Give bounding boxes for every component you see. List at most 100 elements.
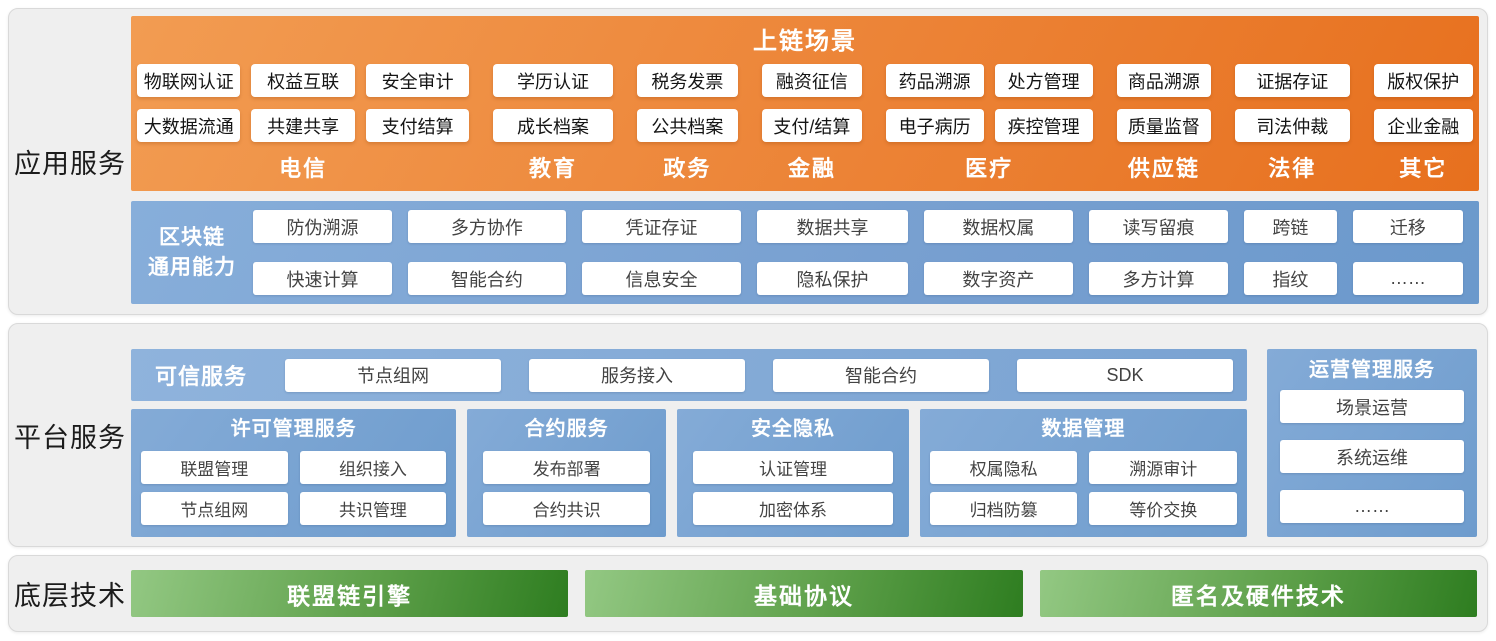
capability-item: 数据权属 [923, 210, 1074, 243]
scenario-columns: 物联网认证大数据流通权益互联共建共享安全审计支付结算 [137, 64, 470, 145]
platform-module-rows: 发布部署合约共识 [483, 451, 651, 525]
scenario-columns: 税务发票公共档案 [636, 64, 739, 145]
scenario-group: 药品溯源电子病历处方管理疾控管理医疗 [885, 64, 1093, 184]
application-services-panel: 应用服务 上链场景 物联网认证大数据流通权益互联共建共享安全审计支付结算电信学历… [8, 8, 1488, 315]
scenario-category-label: 医疗 [965, 156, 1014, 181]
scenario-category-label: 教育 [528, 156, 577, 181]
scenario-item: 电子病历 [885, 109, 984, 142]
operations-management-title: 运营管理服务 [1309, 359, 1435, 381]
scenario-column: 药品溯源电子病历 [885, 64, 984, 145]
scenario-item: 司法仲裁 [1235, 109, 1350, 142]
scenario-item: 证据存证 [1235, 64, 1350, 97]
platform-module: 安全隐私认证管理加密体系 [677, 409, 909, 537]
scenario-category-label: 金融 [787, 156, 836, 181]
scenario-columns: 商品溯源质量监督 [1116, 64, 1212, 145]
capability-item: 信息安全 [581, 262, 742, 295]
platform-module-title: 许可管理服务 [230, 418, 357, 440]
platform-module-title: 合约服务 [524, 418, 609, 440]
capability-item: 迁移 [1352, 210, 1463, 243]
platform-module-rows: 联盟管理组织接入节点组网共识管理 [141, 451, 447, 525]
scenario-column: 证据存证司法仲裁 [1235, 64, 1350, 145]
blockchain-capabilities-label-line1: 区块链 [159, 225, 225, 249]
scenario-column: 融资征信支付/结算 [762, 64, 862, 145]
platform-module-item: 等价交换 [1089, 492, 1237, 525]
blockchain-capabilities-label-line2: 通用能力 [148, 255, 236, 279]
tech-bar: 基础协议 [585, 570, 1023, 617]
scenario-item: 税务发票 [636, 64, 739, 97]
platform-module-row: 联盟管理组织接入 [141, 451, 447, 484]
platform-module-title: 安全隐私 [750, 418, 835, 440]
platform-module-item: 认证管理 [693, 451, 893, 484]
scenario-group: 融资征信支付/结算金融 [762, 64, 862, 184]
onchain-scenarios-box: 上链场景 物联网认证大数据流通权益互联共建共享安全审计支付结算电信学历认证成长档… [131, 16, 1479, 191]
platform-module-row: 归档防篡等价交换 [929, 492, 1237, 525]
scenario-item: 学历认证 [493, 64, 613, 97]
scenario-group: 证据存证司法仲裁法律 [1235, 64, 1350, 184]
tech-bar: 联盟链引擎 [131, 570, 569, 617]
application-services-label-col: 应用服务 [9, 9, 131, 314]
trusted-services-title: 可信服务 [154, 364, 247, 389]
scenario-column: 税务发票公共档案 [636, 64, 739, 145]
platform-module-row: 合约共识 [483, 492, 651, 525]
scenario-group: 税务发票公共档案政务 [636, 64, 739, 184]
capability-item: 隐私保护 [757, 262, 908, 295]
scenario-item: 成长档案 [493, 109, 613, 142]
underlying-tech-label-col: 底层技术 [9, 556, 131, 631]
blockchain-capabilities-label: 区块链 通用能力 [131, 223, 253, 283]
underlying-tech-panel: 底层技术 联盟链引擎基础协议匿名及硬件技术 [8, 555, 1488, 632]
blockchain-capabilities-box: 区块链 通用能力 防伪溯源快速计算多方协作智能合约凭证存证信息安全数据共享隐私保… [131, 201, 1479, 304]
platform-services-label: 平台服务 [14, 422, 126, 453]
operations-item: …… [1280, 490, 1464, 523]
scenario-column: 处方管理疾控管理 [994, 64, 1093, 145]
scenario-category-label: 政务 [663, 156, 712, 181]
trusted-service-item: 服务接入 [529, 358, 745, 392]
trusted-service-item: 智能合约 [773, 358, 989, 392]
scenario-column: 权益互联共建共享 [251, 64, 355, 145]
scenario-columns: 学历认证成长档案 [493, 64, 613, 145]
platform-module-item: 加密体系 [693, 492, 893, 525]
capability-item: 防伪溯源 [253, 210, 393, 243]
capability-item: 快速计算 [253, 262, 393, 295]
tech-bar: 匿名及硬件技术 [1039, 570, 1477, 617]
capability-item: …… [1352, 262, 1463, 295]
scenario-item: 质量监督 [1116, 109, 1212, 142]
operations-item: 系统运维 [1280, 440, 1464, 473]
scenario-item: 支付结算 [365, 109, 470, 142]
platform-module-item: 权属隐私 [929, 451, 1078, 484]
capability-item: 多方计算 [1089, 262, 1229, 295]
scenario-category-label: 法律 [1268, 156, 1317, 181]
platform-module-item: 合约共识 [483, 492, 651, 525]
platform-module-rows: 认证管理加密体系 [693, 451, 893, 525]
scenario-group: 物联网认证大数据流通权益互联共建共享安全审计支付结算电信 [137, 64, 470, 184]
capability-item: 数字资产 [923, 262, 1074, 295]
application-services-content: 上链场景 物联网认证大数据流通权益互联共建共享安全审计支付结算电信学历认证成长档… [131, 9, 1487, 314]
scenario-item: 药品溯源 [885, 64, 984, 97]
capability-column: 多方协作智能合约 [408, 210, 566, 295]
platform-module-row: 节点组网共识管理 [141, 492, 447, 525]
scenario-item: 疾控管理 [994, 109, 1093, 142]
scenario-columns: 药品溯源电子病历处方管理疾控管理 [885, 64, 1093, 145]
capability-column: 跨链指纹 [1244, 210, 1337, 295]
scenario-item: 融资征信 [762, 64, 862, 97]
platform-module-rows: 权属隐私溯源审计归档防篡等价交换 [929, 451, 1237, 525]
underlying-tech-content: 联盟链引擎基础协议匿名及硬件技术 [131, 556, 1487, 631]
capability-item: 多方协作 [408, 210, 566, 243]
scenario-item: 企业金融 [1373, 109, 1473, 142]
capability-item: 凭证存证 [581, 210, 742, 243]
scenario-item: 权益互联 [251, 64, 355, 97]
scenario-item: 共建共享 [251, 109, 355, 142]
operations-items: 场景运营系统运维…… [1280, 390, 1464, 523]
onchain-scenarios-title: 上链场景 [753, 28, 857, 55]
scenario-item: 物联网认证 [137, 64, 241, 97]
capability-item: 指纹 [1244, 262, 1337, 295]
capability-item: 智能合约 [408, 262, 566, 295]
scenario-column: 版权保护企业金融 [1373, 64, 1473, 145]
scenario-column: 商品溯源质量监督 [1116, 64, 1212, 145]
platform-module-item: 联盟管理 [141, 451, 288, 484]
scenario-category-label: 其它 [1399, 156, 1448, 181]
scenario-item: 安全审计 [365, 64, 470, 97]
